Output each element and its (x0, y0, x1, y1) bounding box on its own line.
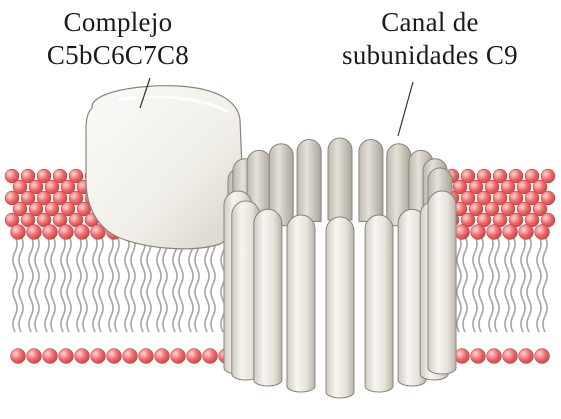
lipid-head-bottom (535, 349, 550, 364)
lipid-tail (115, 236, 119, 332)
lipid-head-bottom (91, 349, 106, 364)
lipid-head-bottom (455, 349, 470, 364)
lipid-tail (173, 236, 177, 332)
lipid-tail (179, 236, 183, 332)
lipid-tail (527, 236, 531, 332)
lipid-head-bottom (519, 349, 534, 364)
lipid-tail (67, 236, 71, 332)
lipid-tail (29, 236, 33, 332)
lipid-head-bottom (27, 349, 42, 364)
lipid-tail (51, 236, 55, 332)
lipid-tail (77, 236, 81, 332)
lipid-head-bottom (139, 349, 154, 364)
c9-subunit-front (365, 215, 393, 392)
lipid-tail (19, 236, 23, 332)
lipid-head-top (535, 225, 550, 240)
lipid-tail (99, 236, 103, 332)
lipid-tail (457, 236, 461, 332)
lipid-tail (495, 236, 499, 332)
lipid-head-top (471, 225, 486, 240)
lipid-head-bottom (487, 349, 502, 364)
lipid-head-bottom (187, 349, 202, 364)
lipid-tail (537, 236, 541, 332)
lipid-tail (157, 236, 161, 332)
c9-subunit-front (287, 215, 315, 392)
lipid-head-bottom (11, 349, 26, 364)
lipid-head-bottom (171, 349, 186, 364)
lipid-head-bottom (59, 349, 74, 364)
lipid-tail (93, 236, 97, 332)
lipid-head-bottom (107, 349, 122, 364)
lipid-head-bottom (155, 349, 170, 364)
lipid-tail (189, 236, 193, 332)
lipid-head-top (59, 225, 74, 240)
lipid-tail (205, 236, 209, 332)
lipid-tail (163, 236, 167, 332)
c9-subunit-front (326, 217, 354, 398)
complex-blob-shape (86, 86, 242, 249)
lipid-tail (195, 236, 199, 332)
lipid-head-top (503, 225, 518, 240)
lipid-tail (505, 236, 509, 332)
lipid-head-bottom (123, 349, 138, 364)
lipid-head-bottom (503, 349, 518, 364)
c9-subunit-front (254, 209, 282, 386)
lipid-head-top (519, 225, 534, 240)
channel-leader-line (398, 82, 413, 136)
c9-subunit-back (328, 138, 352, 220)
lipid-tail (543, 236, 547, 332)
c9-subunit-back (297, 139, 321, 221)
lipid-head-bottom (43, 349, 58, 364)
lipid-head-top (27, 225, 42, 240)
lipid-tail (511, 236, 515, 332)
lipid-tail (45, 236, 49, 332)
lipid-tail (141, 236, 145, 332)
lipid-head-top (11, 225, 26, 240)
lipid-tail (479, 236, 483, 332)
c5b-c8-complex (86, 86, 242, 249)
c9-pore-front-subunits (224, 191, 456, 398)
lipid-tail (61, 236, 65, 332)
lipid-tail (521, 236, 525, 332)
lipid-tail (489, 236, 493, 332)
lipid-tail (463, 236, 467, 332)
lipid-head-bottom (471, 349, 486, 364)
lipid-tail (473, 236, 477, 332)
lipid-tail (125, 236, 129, 332)
lipid-tail (13, 236, 17, 332)
lipid-head-top (487, 225, 502, 240)
lipid-head-bottom (203, 349, 218, 364)
c9-subunit-front (428, 191, 456, 374)
lipid-tail (109, 236, 113, 332)
lipid-tail (131, 236, 135, 332)
c9-subunit-back (359, 139, 383, 221)
lipid-tail (211, 236, 215, 332)
lipid-head-bottom (75, 349, 90, 364)
lipid-head-top (75, 225, 90, 240)
lipid-tail (83, 236, 87, 332)
lipid-head-top (455, 225, 470, 240)
lipid-tail (147, 236, 151, 332)
lipid-tail (35, 236, 39, 332)
lipid-head-top (43, 225, 58, 240)
